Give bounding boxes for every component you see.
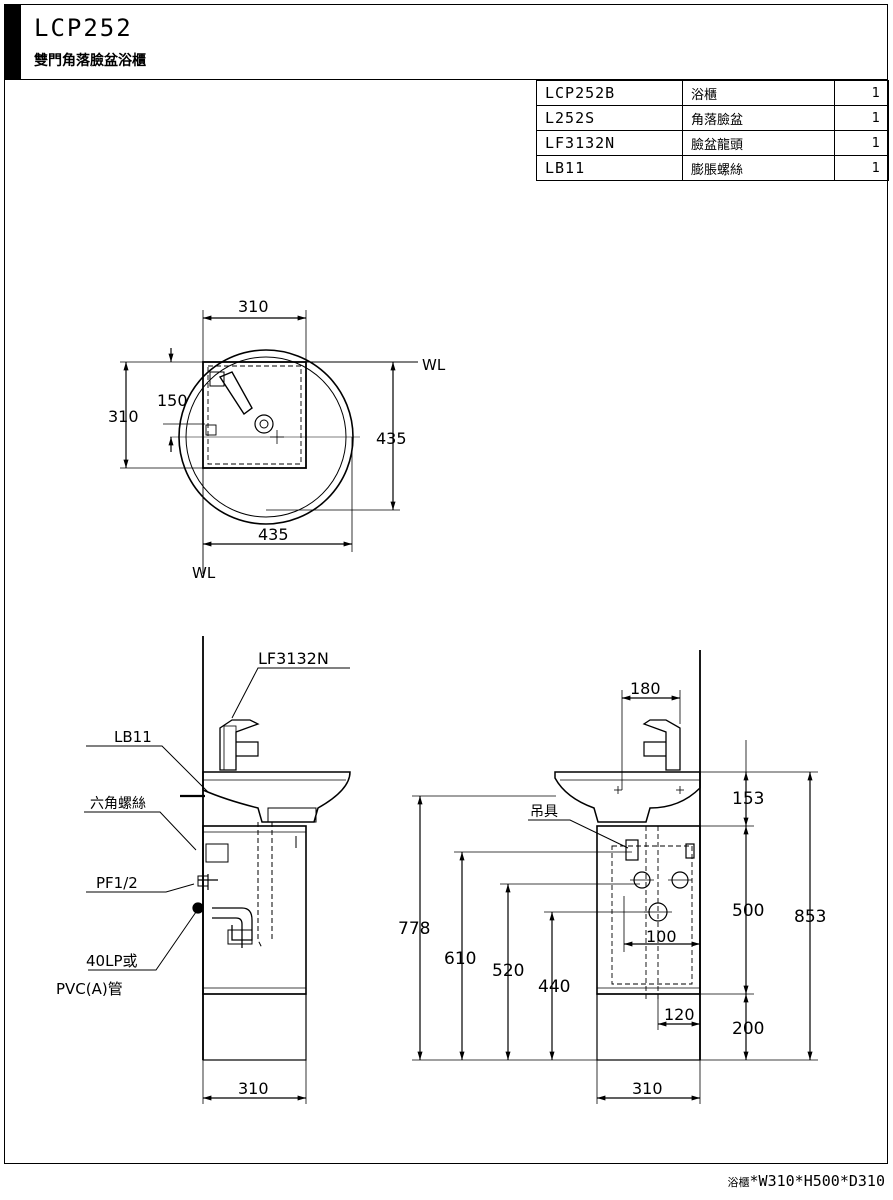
part-code: L252S: [536, 105, 683, 131]
front-dim-100: 100: [646, 927, 677, 946]
part-code: LCP252B: [536, 80, 683, 106]
part-name: 角落臉盆: [682, 105, 835, 131]
top-dim-right: 435: [376, 429, 407, 448]
drain-label-2: PVC(A)管: [56, 980, 123, 998]
table-row: LCP252B 浴櫃 1: [536, 80, 889, 106]
part-qty: 1: [834, 105, 889, 131]
front-dim-120: 120: [664, 1005, 695, 1024]
front-dim-520: 520: [492, 961, 524, 981]
front-dim-778: 778: [398, 919, 430, 939]
parts-table: LCP252B 浴櫃 1 L252S 角落臉盆 1 LF3132N 臉盆龍頭 1…: [536, 80, 889, 181]
top-dim-tap-offset: 150: [157, 391, 188, 410]
front-dim-width: 310: [632, 1079, 663, 1098]
table-row: LB11 膨脹螺絲 1: [536, 155, 889, 181]
pf-label: PF1/2: [96, 874, 138, 892]
drain-label-1: 40LP或: [86, 952, 138, 970]
bolt-label: LB11: [114, 728, 152, 746]
side-dim-width: 310: [238, 1079, 269, 1098]
part-name: 膨脹螺絲: [682, 155, 835, 181]
top-dim-width: 310: [238, 297, 269, 316]
front-dim-500: 500: [732, 901, 764, 921]
footer-spec: 浴櫃*W310*H500*D310: [728, 1172, 885, 1190]
front-view: [412, 650, 818, 1104]
part-qty: 1: [834, 130, 889, 156]
hanger-label: 吊具: [530, 804, 558, 820]
faucet-label: LF3132N: [258, 649, 329, 668]
top-dim-bottom: 435: [258, 525, 289, 544]
side-view: [84, 636, 351, 1104]
title-bar: [4, 4, 21, 80]
front-dim-440: 440: [538, 977, 570, 997]
front-dim-853: 853: [794, 907, 826, 927]
front-dim-153: 153: [732, 789, 764, 809]
footer-dims: *W310*H500*D310: [749, 1172, 885, 1190]
hex-screw-label: 六角螺絲: [90, 796, 146, 812]
product-name: 雙門角落臉盆浴櫃: [34, 53, 146, 69]
part-code: LF3132N: [536, 130, 683, 156]
part-code: LB11: [536, 155, 683, 181]
model-number: LCP252: [34, 14, 133, 42]
front-dim-610: 610: [444, 949, 476, 969]
table-row: LF3132N 臉盆龍頭 1: [536, 130, 889, 156]
wall-label-right: WL: [422, 356, 446, 374]
top-view: [120, 310, 418, 574]
title-block: LCP252 雙門角落臉盆浴櫃: [4, 4, 888, 80]
front-dim-180: 180: [630, 679, 661, 698]
front-dim-200: 200: [732, 1019, 764, 1039]
part-qty: 1: [834, 155, 889, 181]
top-dim-depth: 310: [108, 407, 139, 426]
table-row: L252S 角落臉盆 1: [536, 105, 889, 131]
part-qty: 1: [834, 80, 889, 106]
drawing-sheet: [4, 4, 888, 1164]
wall-label-bottom: WL: [192, 564, 216, 582]
footer-label: 浴櫃: [727, 1176, 750, 1189]
